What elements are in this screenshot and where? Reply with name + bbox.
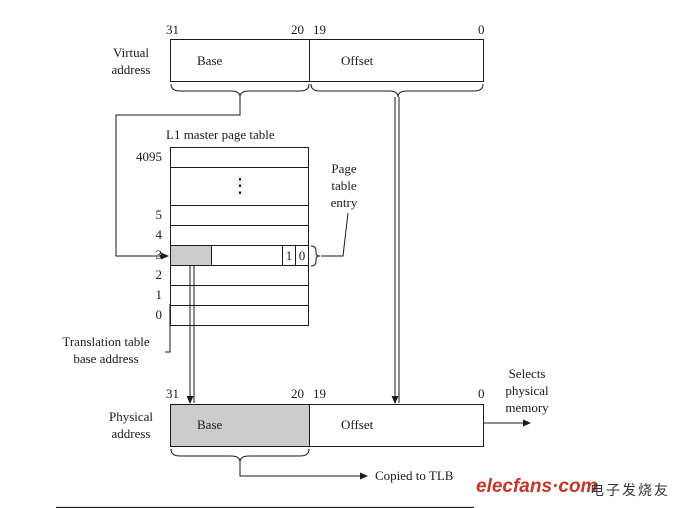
page-table-title: L1 master page table	[166, 127, 275, 142]
virtual-base-field-label: Base	[197, 53, 223, 68]
row-label-2: 2	[155, 267, 163, 282]
virtual-base-to-table-arrow	[115, 97, 241, 260]
selects-memory-label-line1: Selects	[508, 366, 546, 381]
physical-offset-field	[309, 404, 484, 447]
virtual-address-label-line1: Virtual	[112, 45, 150, 60]
elecfans-watermark-logo: elecfans·com	[476, 476, 598, 497]
virtual-address-label-line2: address	[111, 62, 151, 77]
row-label-5: 5	[155, 207, 163, 222]
page-table-row-2	[170, 265, 309, 286]
virtual-base-brace	[170, 83, 310, 98]
row-label-3: 3	[155, 247, 163, 262]
copied-to-tlb-arrow	[239, 462, 368, 480]
virtual-offset-brace	[310, 83, 484, 98]
virtual-address-register	[170, 39, 484, 82]
entry-bits-brace	[310, 245, 321, 267]
page-table-ellipsis: ⋮	[230, 175, 250, 197]
physical-bit-20: 20	[291, 386, 304, 401]
ttb-pointer-line	[165, 304, 171, 353]
physical-base-field	[170, 404, 310, 447]
row-label-0: 0	[155, 307, 163, 322]
copied-to-tlb-label: Copied to TLB	[375, 468, 454, 483]
page-table-row-1	[170, 285, 309, 306]
page-table-entry-label-line2: table	[331, 178, 357, 193]
virtual-bit-31: 31	[166, 22, 179, 37]
row-label-4095: 4095	[136, 149, 162, 164]
row-label-1: 1	[155, 287, 163, 302]
selects-memory-label-line3: memory	[505, 400, 549, 415]
entry-bit-1: 1	[285, 248, 293, 263]
page-table-entry-label-line3: entry	[330, 195, 358, 210]
physical-base-brace	[170, 448, 310, 463]
page-table-entry-label-line1: Page	[331, 161, 357, 176]
virtual-bit-20: 20	[291, 22, 304, 37]
physical-address-label-line1: Physical	[108, 409, 154, 424]
elecfans-watermark-chinese: 电子发烧友	[590, 483, 670, 499]
physical-base-field-label: Base	[197, 417, 223, 432]
page-table-row-4095	[170, 147, 309, 168]
page-table-row-4	[170, 225, 309, 246]
page-table-entry-pointer	[321, 212, 349, 257]
ttb-label-line2: base address	[73, 351, 139, 366]
physical-bit-19: 19	[313, 386, 326, 401]
virtual-bit-19: 19	[313, 22, 326, 37]
virtual-offset-field-label: Offset	[341, 53, 374, 68]
page-table-entry-base-cell	[170, 245, 212, 266]
physical-bit-0: 0	[478, 386, 485, 401]
page-table-row-5	[170, 205, 309, 226]
physical-address-label-line2: address	[111, 426, 151, 441]
physical-offset-field-label: Offset	[341, 417, 374, 432]
ttb-label-line1: Translation table	[62, 334, 150, 349]
selects-memory-label-line2: physical	[505, 383, 549, 398]
virtual-bit-0: 0	[478, 22, 485, 37]
page-table-row-0	[170, 305, 309, 326]
row-label-4: 4	[155, 227, 163, 242]
physical-bit-31: 31	[166, 386, 179, 401]
entry-bit-0: 0	[298, 248, 306, 263]
